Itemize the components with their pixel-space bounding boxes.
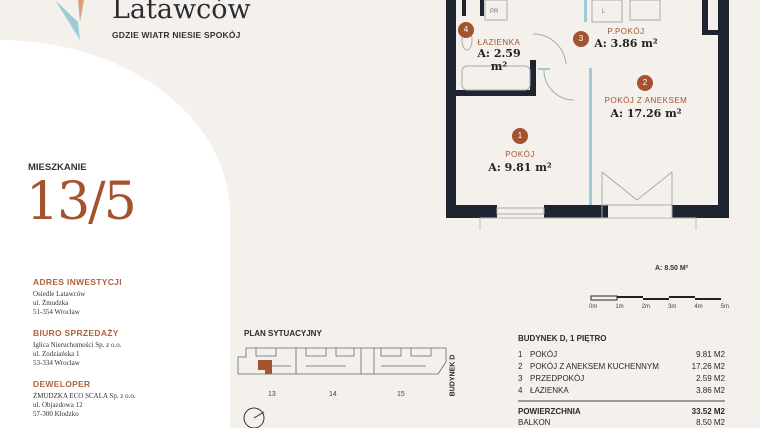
info-title: DEWELOPER (33, 379, 91, 389)
row-name: ŁAZIENKA (530, 386, 569, 395)
info-line: 57-300 Kłodzko (33, 410, 79, 418)
info-title: BIURO SPRZEDAŻY (33, 328, 119, 338)
apartment-highlight (258, 360, 272, 370)
row-num: 4 (518, 386, 523, 395)
room-name-2: POKÓJ Z ANEKSEM (604, 96, 688, 105)
row-name: POKÓJ Z ANEKSEM KUCHENNYM (530, 362, 659, 371)
total-value: 33.52 M2 (691, 407, 725, 416)
info-line: ul. Objazdowa 12 (33, 401, 83, 409)
balcony-row: BALKON 8.50 M2 (518, 418, 725, 428)
total-label: POWIERZCHNIA (518, 407, 581, 416)
scale-label: 2m (641, 304, 650, 310)
room-badge-2: 2 (637, 75, 653, 91)
balcony-label: BALKON (518, 418, 551, 427)
table-header: BUDYNEK D, 1 PIĘTRO (518, 334, 607, 343)
table-row: 4 ŁAZIENKA 3.86 M2 (518, 385, 725, 397)
logo-kite-icon (55, 0, 84, 40)
row-area: 9.81 M2 (696, 350, 725, 359)
info-line: Iglica Nieruchomości Sp. z o.o. (33, 341, 122, 349)
scale-label: 1m (615, 304, 624, 310)
balcony-value: 8.50 M2 (696, 418, 725, 427)
total-row: POWIERZCHNIA 33.52 M2 (518, 406, 725, 418)
info-title: ADRES INWESTYCJI (33, 277, 122, 287)
info-line: ŻMUDZKA ECO SCALA Sp. z o.o. (33, 392, 136, 400)
left-panel-bg (0, 40, 230, 428)
info-line: ul. Żmudzka (33, 299, 69, 307)
room-name-1: POKÓJ (505, 150, 535, 159)
row-name: POKÓJ (530, 350, 558, 359)
scale-label: 5m (720, 304, 729, 310)
room-area-3: A: 3.86 m² (594, 37, 658, 50)
brand-name: Latawców (112, 0, 251, 25)
table-row: 2 POKÓJ Z ANEKSEM KUCHENNYM 17.26 M2 (518, 361, 725, 373)
scale-label: 0m (589, 304, 598, 310)
row-num: 2 (518, 362, 523, 371)
room-badge-3: 3 (573, 31, 589, 47)
section-15: 15 (397, 391, 405, 398)
site-plan-map (237, 347, 447, 375)
room-area-4: A: 2.59 m² (477, 47, 521, 73)
divider (518, 400, 725, 402)
scale-bar (590, 295, 721, 301)
info-line: ul. Zodziańska 1 (33, 350, 80, 358)
table-row: 3 PRZEDPOKÓJ 2.59 M2 (518, 373, 725, 385)
row-name: PRZEDPOKÓJ (530, 374, 585, 383)
fixture-l: L (602, 9, 606, 15)
site-plan-title: PLAN SYTUACYJNY (244, 329, 322, 338)
scale-labels: 0m 1m 2m 3m 4m 5m (589, 304, 729, 310)
brand-tagline: GDZIE WIATR NIESIE SPOKÓJ (112, 30, 241, 40)
info-developer: DEWELOPER ŻMUDZKA ECO SCALA Sp. z o.o.ul… (33, 379, 136, 419)
row-num: 1 (518, 350, 523, 359)
info-line: 53-334 Wrocław (33, 359, 80, 367)
apartment-label: MIESZKANIE (28, 162, 87, 173)
summary-table: BUDYNEK D, 1 PIĘTRO 1 POKÓJ 9.81 M2 2 POKÓJ… (518, 334, 725, 428)
section-13: 13 (268, 391, 276, 398)
fixture-pr: PR (490, 9, 499, 15)
row-num: 3 (518, 374, 523, 383)
balcony-area: A: 8.50 M² (655, 265, 689, 272)
floor-plan: PR L (446, 0, 729, 230)
info-line: 51-354 Wrocław (33, 308, 80, 316)
info-line: Osiedle Latawców (33, 290, 86, 298)
room-name-4: ŁAZIENKA (477, 38, 521, 47)
room-area-2: A: 17.26 m² (610, 107, 682, 120)
apartment-number: 13/5 (26, 172, 137, 232)
section-14: 14 (329, 391, 337, 398)
scale-label: 4m (694, 304, 703, 310)
building-label: BUDYNEK D (449, 354, 457, 397)
row-area: 17.26 M2 (691, 362, 725, 371)
room-name-3: P.POKÓJ (607, 27, 645, 36)
row-area: 3.86 M2 (696, 386, 725, 395)
scale-label: 3m (667, 304, 677, 310)
table-row: 1 POKÓJ 9.81 M2 (518, 349, 725, 361)
info-sales-office: BIURO SPRZEDAŻY Iglica Nieruchomości Sp.… (33, 328, 121, 368)
row-area: 2.59 M2 (696, 374, 725, 383)
room-area-1: A: 9.81 m² (488, 161, 552, 174)
room-badge-1: 1 (512, 128, 528, 144)
compass-icon (243, 407, 265, 428)
room-badge-4: 4 (458, 22, 474, 38)
